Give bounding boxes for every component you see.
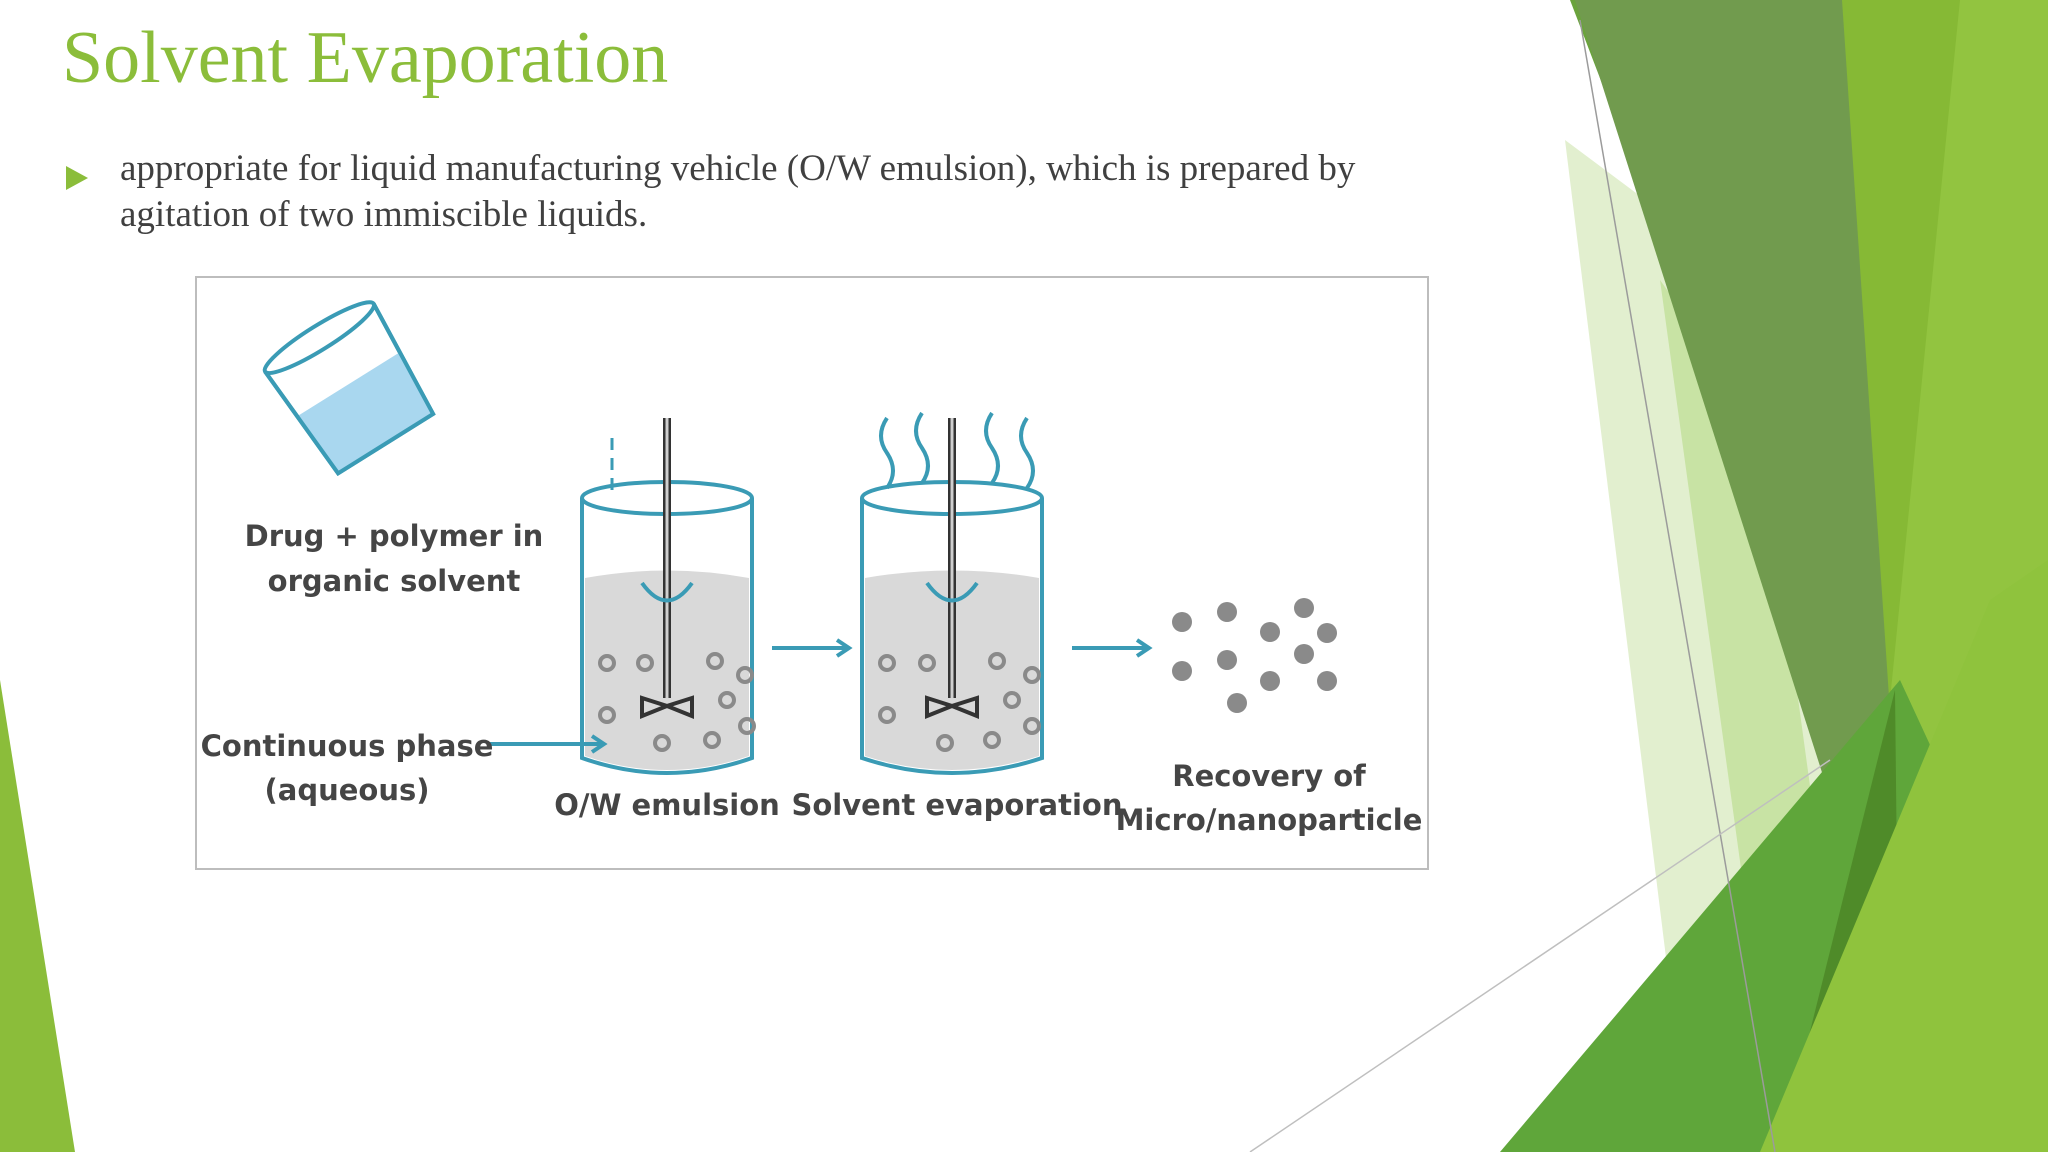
emulsion-label: O/W emulsion [554, 788, 780, 822]
recovery-label-line2: Micro/nanoparticle [1116, 803, 1423, 837]
evaporation-label: Solvent evaporation [792, 788, 1123, 822]
deco-olive-shard [1575, 0, 1905, 860]
vapor-waves-icon [879, 411, 1035, 490]
recovery-label-line1: Recovery of [1172, 759, 1366, 793]
emulsion-beaker-icon [580, 418, 756, 775]
deco-highlight-wedge [1760, 560, 2048, 1152]
drug-polymer-label-line2: organic solvent [268, 564, 521, 598]
deco-thin-line-1 [1579, 19, 1776, 1152]
drug-polymer-label-line1: Drug + polymer in [245, 519, 544, 553]
deco-thin-line-2 [1249, 759, 1831, 1152]
bullet-text: appropriate for liquid manufacturing veh… [120, 148, 1356, 235]
bullet-item: appropriate for liquid manufacturing veh… [62, 146, 1482, 238]
arrow-continuous-phase [487, 734, 608, 754]
recovered-particles-icon [1172, 598, 1337, 713]
process-diagram: Drug + polymer in organic solvent Contin… [195, 276, 1429, 870]
pouring-beaker-icon [262, 300, 436, 477]
deco-left-green-sliver [0, 680, 75, 1152]
evaporation-beaker-icon [860, 411, 1044, 775]
continuous-phase-label-line2: (aqueous) [265, 773, 430, 807]
slide-title: Solvent Evaporation [62, 17, 669, 99]
arrow-emulsion-to-evaporation [772, 638, 853, 658]
arrow-evaporation-to-recovery [1072, 638, 1153, 658]
continuous-phase-label-line1: Continuous phase [201, 729, 494, 763]
triangle-bullet-icon [66, 166, 88, 190]
